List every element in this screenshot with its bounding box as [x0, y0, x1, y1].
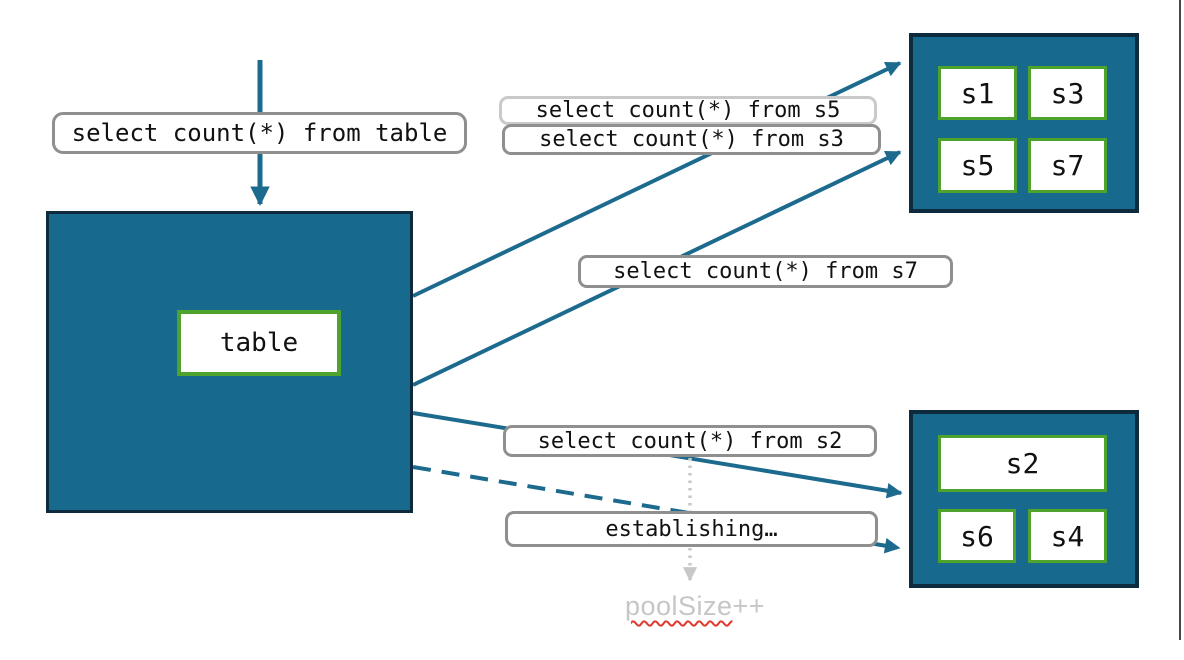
- shard-cell-s2: s2: [938, 435, 1107, 492]
- shard-label-s7: s7: [1050, 149, 1085, 182]
- shard-label-s6: s6: [960, 519, 994, 553]
- label-establishing: establishing…: [505, 511, 878, 547]
- label-query-s7: select count(*) from s7: [578, 255, 953, 288]
- label-query-s5-text: select count(*) from s5: [535, 98, 841, 123]
- shard-cell-s3: s3: [1028, 66, 1107, 120]
- shard-label-s5: s5: [960, 149, 995, 182]
- shard-cell-s7: s7: [1028, 138, 1107, 193]
- shard-label-s2: s2: [1005, 447, 1040, 480]
- table-node-label-box: table: [177, 310, 341, 376]
- shard-cell-s1: s1: [938, 66, 1017, 120]
- label-query-table: select count(*) from table: [52, 112, 467, 154]
- shard-label-s4: s4: [1050, 519, 1085, 553]
- shard-cluster-bottom: s2 s6 s4: [909, 410, 1139, 588]
- label-query-s2: select count(*) from s2: [503, 425, 877, 457]
- shard-cell-s6: s6: [938, 509, 1016, 563]
- shard-label-s1: s1: [960, 76, 995, 110]
- table-node-label: table: [219, 328, 299, 358]
- slide-edge-line: [1179, 0, 1181, 640]
- poolsize-note: poolSize++: [600, 591, 790, 622]
- shard-cluster-top: s1 s3 s5 s7: [909, 33, 1139, 213]
- label-query-table-text: select count(*) from table: [71, 119, 448, 147]
- poolsize-word: poolSize: [624, 591, 733, 621]
- label-query-s2-text: select count(*) from s2: [537, 428, 843, 454]
- table-node: table: [46, 211, 413, 513]
- label-query-s5: select count(*) from s5: [499, 96, 877, 125]
- label-establishing-text: establishing…: [605, 516, 778, 542]
- label-query-s3-text: select count(*) from s3: [539, 127, 844, 152]
- shard-cell-s4: s4: [1028, 509, 1107, 563]
- shard-cell-s5: s5: [938, 138, 1017, 193]
- poolsize-suffix: ++: [732, 591, 766, 621]
- shard-label-s3: s3: [1050, 76, 1085, 110]
- label-query-s7-text: select count(*) from s7: [613, 259, 918, 284]
- label-query-s3: select count(*) from s3: [502, 124, 881, 155]
